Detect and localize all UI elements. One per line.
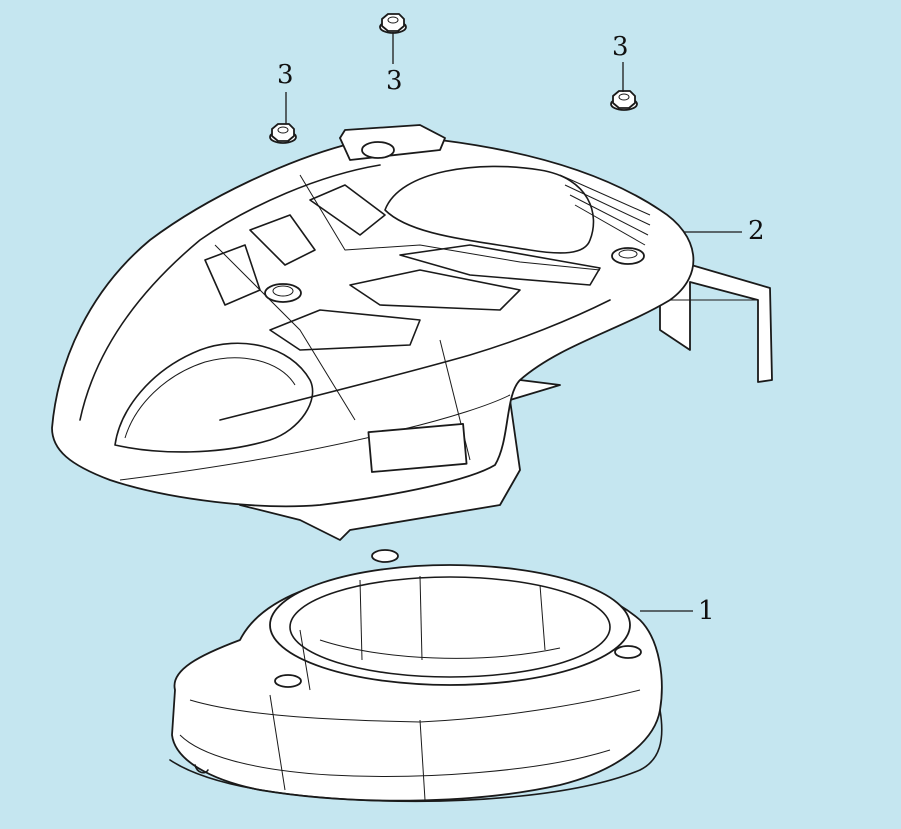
engine-cover	[51, 124, 773, 541]
callout-label-3-left: 3	[277, 60, 294, 90]
leader-lines	[285, 32, 742, 612]
flange-nut-right	[610, 90, 638, 111]
flange-nut-middle	[379, 13, 407, 34]
flange-nut-left	[269, 123, 297, 144]
callout-label-3-middle: 3	[386, 66, 403, 96]
callout-label-2: 2	[748, 216, 765, 246]
callout-label-1: 1	[698, 596, 715, 626]
fan-shroud	[169, 549, 663, 803]
callout-label-3-right: 3	[612, 32, 629, 62]
